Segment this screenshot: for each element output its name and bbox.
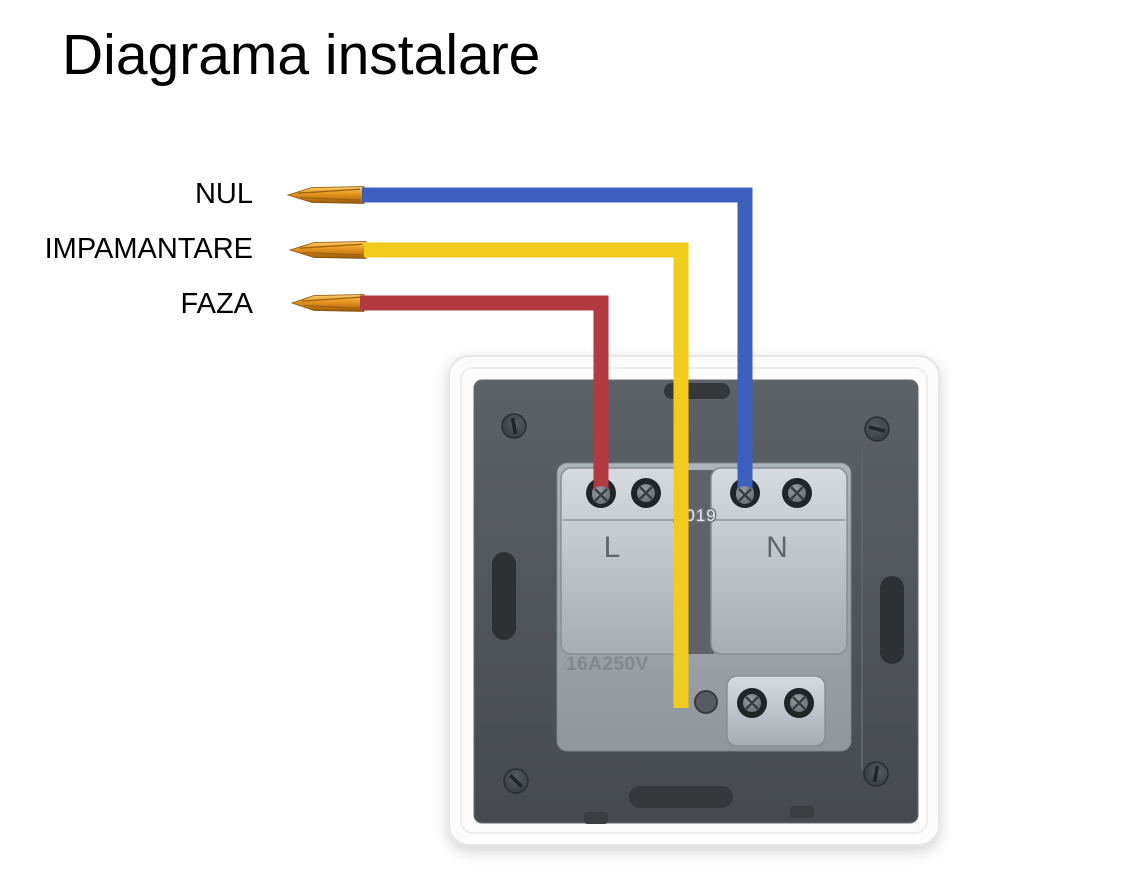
terminal-l-label: L xyxy=(604,531,621,564)
rating-label: 16A250V xyxy=(566,654,649,675)
terminal-n-label: N xyxy=(766,531,788,564)
terminal-cover-l: L xyxy=(560,467,686,655)
terminal-cover-l-flap xyxy=(560,467,686,655)
terminal-screw-earth-2 xyxy=(782,686,816,720)
copper-tip-nul xyxy=(286,186,365,204)
terminal-cover-gap xyxy=(684,470,714,654)
wire-label-impamantare: IMPAMANTARE xyxy=(44,233,253,265)
wire-faza-insulation xyxy=(360,295,609,490)
copper-strand-lines xyxy=(299,243,363,256)
bottom-slot-left xyxy=(584,812,608,824)
terminal-cover-n-flap xyxy=(710,467,848,655)
wire-impamantare xyxy=(288,241,689,708)
earth-terminal xyxy=(694,675,826,747)
mounting-keyhole-right xyxy=(880,576,904,664)
terminal-screw-l-2 xyxy=(629,476,663,510)
terminal-screw-n-2 xyxy=(780,476,814,510)
wire-impamantare-insulation xyxy=(364,242,689,708)
clamp-screw-n xyxy=(734,484,756,506)
earth-terminal-ring xyxy=(694,690,718,714)
socket: L N Z019 16A250V xyxy=(448,355,940,846)
wire-faza xyxy=(290,294,609,490)
socket-face-plate-inner-edge xyxy=(460,367,928,834)
clamp-screw-l xyxy=(590,484,612,506)
wire-nul-insulation xyxy=(362,187,753,488)
wires xyxy=(286,186,756,708)
terminal-cover-n: N xyxy=(710,467,848,655)
bottom-clip-slot xyxy=(629,786,733,808)
copper-tip-impamantare xyxy=(288,241,367,259)
terminal-screw-earth-1 xyxy=(735,686,769,720)
copper-strand-lines xyxy=(301,296,361,309)
bottom-slot-right xyxy=(790,806,814,818)
mounting-keyhole-left xyxy=(492,552,516,640)
copper-tip-faza xyxy=(290,294,365,312)
page-title: Diagrama instalare xyxy=(62,23,541,87)
wire-nul xyxy=(286,186,753,488)
wire-label-nul: NUL xyxy=(194,178,253,210)
terminal-block: L N Z019 16A250V xyxy=(556,462,852,752)
copper-strand-lines xyxy=(297,188,361,201)
wire-label-faza: FAZA xyxy=(180,288,253,320)
